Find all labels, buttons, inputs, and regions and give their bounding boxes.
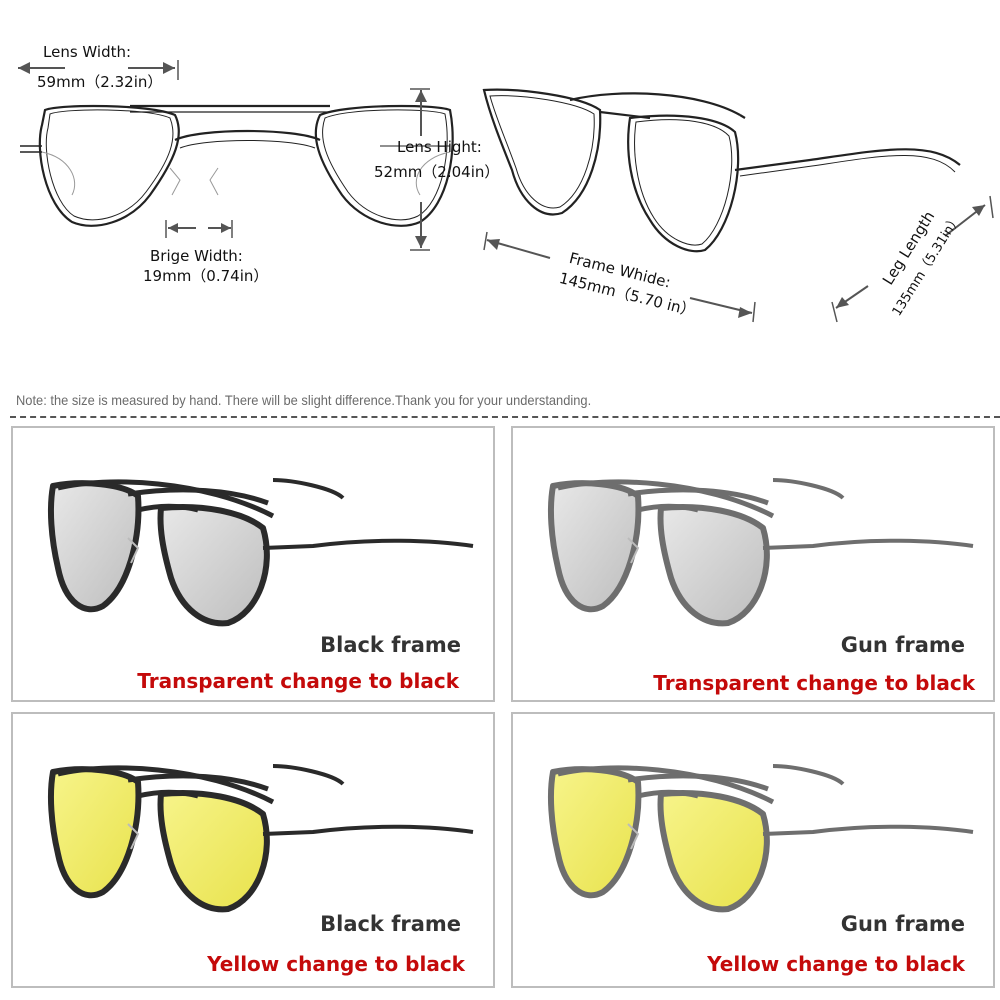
frame-color-label: Black frame bbox=[320, 633, 461, 657]
variant-card-gun-yellow: Gun frame Yellow change to black bbox=[511, 712, 995, 988]
size-diagram: Lens Width: 59mm（2.32in） Brige Width: 19… bbox=[0, 0, 1000, 380]
glasses-front-sketch bbox=[18, 60, 994, 323]
variant-card-gun-transparent: Gun frame Transparent change to black bbox=[511, 426, 995, 702]
bridge-width-label: Brige Width: bbox=[150, 247, 243, 265]
frame-color-label: Black frame bbox=[320, 912, 461, 936]
lens-change-label: Yellow change to black bbox=[707, 952, 965, 976]
frame-color-label: Gun frame bbox=[840, 912, 965, 936]
glasses-black-yellow-image bbox=[47, 764, 474, 913]
glasses-gun-transparent-image bbox=[547, 478, 974, 627]
lens-height-value: 52mm（2.04in） bbox=[374, 163, 500, 181]
variant-card-black-transparent: Black frame Transparent change to black bbox=[11, 426, 495, 702]
frame-color-label: Gun frame bbox=[840, 633, 965, 657]
variant-card-black-yellow: Black frame Yellow change to black bbox=[11, 712, 495, 988]
measurement-note: Note: the size is measured by hand. Ther… bbox=[16, 392, 592, 408]
lens-width-value: 59mm（2.32in） bbox=[37, 73, 163, 91]
lens-change-label: Yellow change to black bbox=[207, 952, 465, 976]
lens-change-label: Transparent change to black bbox=[137, 669, 459, 693]
lens-height-label: Lens Hight: bbox=[397, 138, 482, 156]
lens-change-label: Transparent change to black bbox=[653, 671, 975, 695]
lens-width-label: Lens Width: bbox=[43, 43, 132, 61]
bridge-width-value: 19mm（0.74in） bbox=[143, 267, 269, 285]
glasses-gun-yellow-image bbox=[547, 764, 974, 913]
glasses-black-transparent-image bbox=[47, 478, 474, 627]
section-divider bbox=[10, 416, 1000, 418]
